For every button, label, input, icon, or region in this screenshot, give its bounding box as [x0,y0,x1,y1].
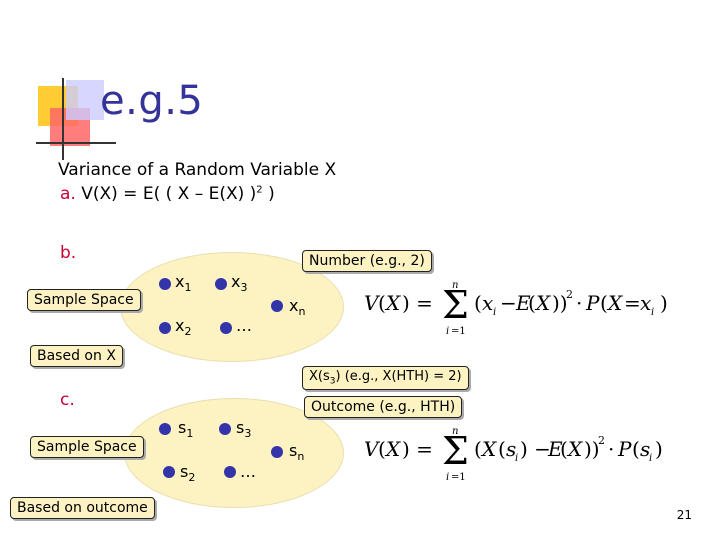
element-dot-s1 [159,423,171,435]
callout-xs3: X(s3) (e.g., X(HTH) = 2) [302,366,469,390]
element-dots-b: … [236,316,252,335]
svg-text:) =: ) = [402,291,433,315]
element-dot-x3 [215,278,227,290]
svg-text:P: P [617,437,632,461]
svg-text:X: X [384,291,401,315]
element-s3: s3 [236,418,251,440]
formula-variance-x: V ( X ) = Σ n i =1 ( x i − E ( X )) 2 · … [360,276,700,338]
svg-text:(: ( [600,291,608,315]
svg-text:X: X [566,437,583,461]
heading-text: Variance of a Random Variable X [58,160,336,180]
svg-text:(: ( [498,437,506,461]
svg-text:(: ( [528,291,536,315]
element-sn: sn [289,441,304,463]
svg-text:=1: =1 [451,326,466,337]
svg-text:·: · [576,291,582,315]
slide-number: 21 [677,508,692,522]
svg-text:X: X [606,291,623,315]
callout-based-on-x: Based on X [30,345,123,367]
element-dot-sdots [224,466,236,478]
element-s1: s1 [178,418,193,440]
element-dot-xdots [220,322,232,334]
svg-text:X: X [384,437,401,461]
svg-text:(: ( [632,437,640,461]
element-x2: x2 [175,316,191,338]
element-dot-sn [271,446,283,458]
svg-text:X: X [534,291,551,315]
callout-outcome: Outcome (e.g., HTH) [304,396,462,418]
element-dot-x2 [159,322,171,334]
svg-text:(: ( [378,437,386,461]
svg-text:(: ( [560,437,568,461]
item-a-marker: a. [60,184,76,204]
element-x3: x3 [231,272,247,294]
svg-text:(: ( [474,437,482,461]
slide-title: e.g.5 [100,78,203,124]
svg-text:): ) [655,437,663,461]
svg-text:(: ( [378,291,386,315]
svg-text:2: 2 [598,434,605,447]
svg-text:) −: ) − [520,437,551,461]
item-b-marker: b. [60,243,76,263]
svg-text:n: n [452,280,458,291]
svg-text:2: 2 [566,288,573,301]
svg-text:−: − [500,291,517,315]
item-a: a. V(X) = E( ( X – E(X) )2 ) [60,184,275,204]
svg-text:P: P [585,291,600,315]
callout-sample-space-b: Sample Space [27,289,141,311]
element-dot-s3 [219,423,231,435]
svg-text:=1: =1 [451,472,466,483]
element-dots-c: … [240,462,256,481]
svg-text:i: i [651,307,654,318]
svg-text:) =: ) = [402,437,433,461]
element-s2: s2 [180,462,195,484]
formula-variance-s: V ( X ) = Σ n i =1 ( X ( s i ) − E ( X )… [360,422,700,484]
element-dot-xn [271,300,283,312]
element-xn: xn [289,296,305,318]
element-x1: x1 [175,272,191,294]
element-dot-s2 [163,466,175,478]
item-a-sup: 2 [256,184,262,195]
element-dot-x1 [159,278,171,290]
item-a-text: V(X) = E( ( X – E(X) ) [81,184,256,204]
item-c-marker: c. [60,390,75,410]
svg-text:=: = [624,291,641,315]
item-a-close: ) [268,184,275,204]
svg-text:x: x [482,291,493,315]
callout-based-on-outcome: Based on outcome [10,497,155,519]
svg-text:(: ( [474,291,482,315]
svg-text:): ) [660,291,668,315]
callout-sample-space-c: Sample Space [30,436,144,458]
svg-text:n: n [452,426,458,437]
svg-text:·: · [608,437,614,461]
callout-number: Number (e.g., 2) [302,250,432,272]
svg-text:X: X [480,437,497,461]
svg-text:i: i [446,326,449,337]
svg-text:x: x [640,291,651,315]
svg-text:i: i [493,307,496,318]
svg-text:i: i [446,472,449,483]
svg-text:i: i [515,453,518,464]
svg-text:i: i [649,453,652,464]
